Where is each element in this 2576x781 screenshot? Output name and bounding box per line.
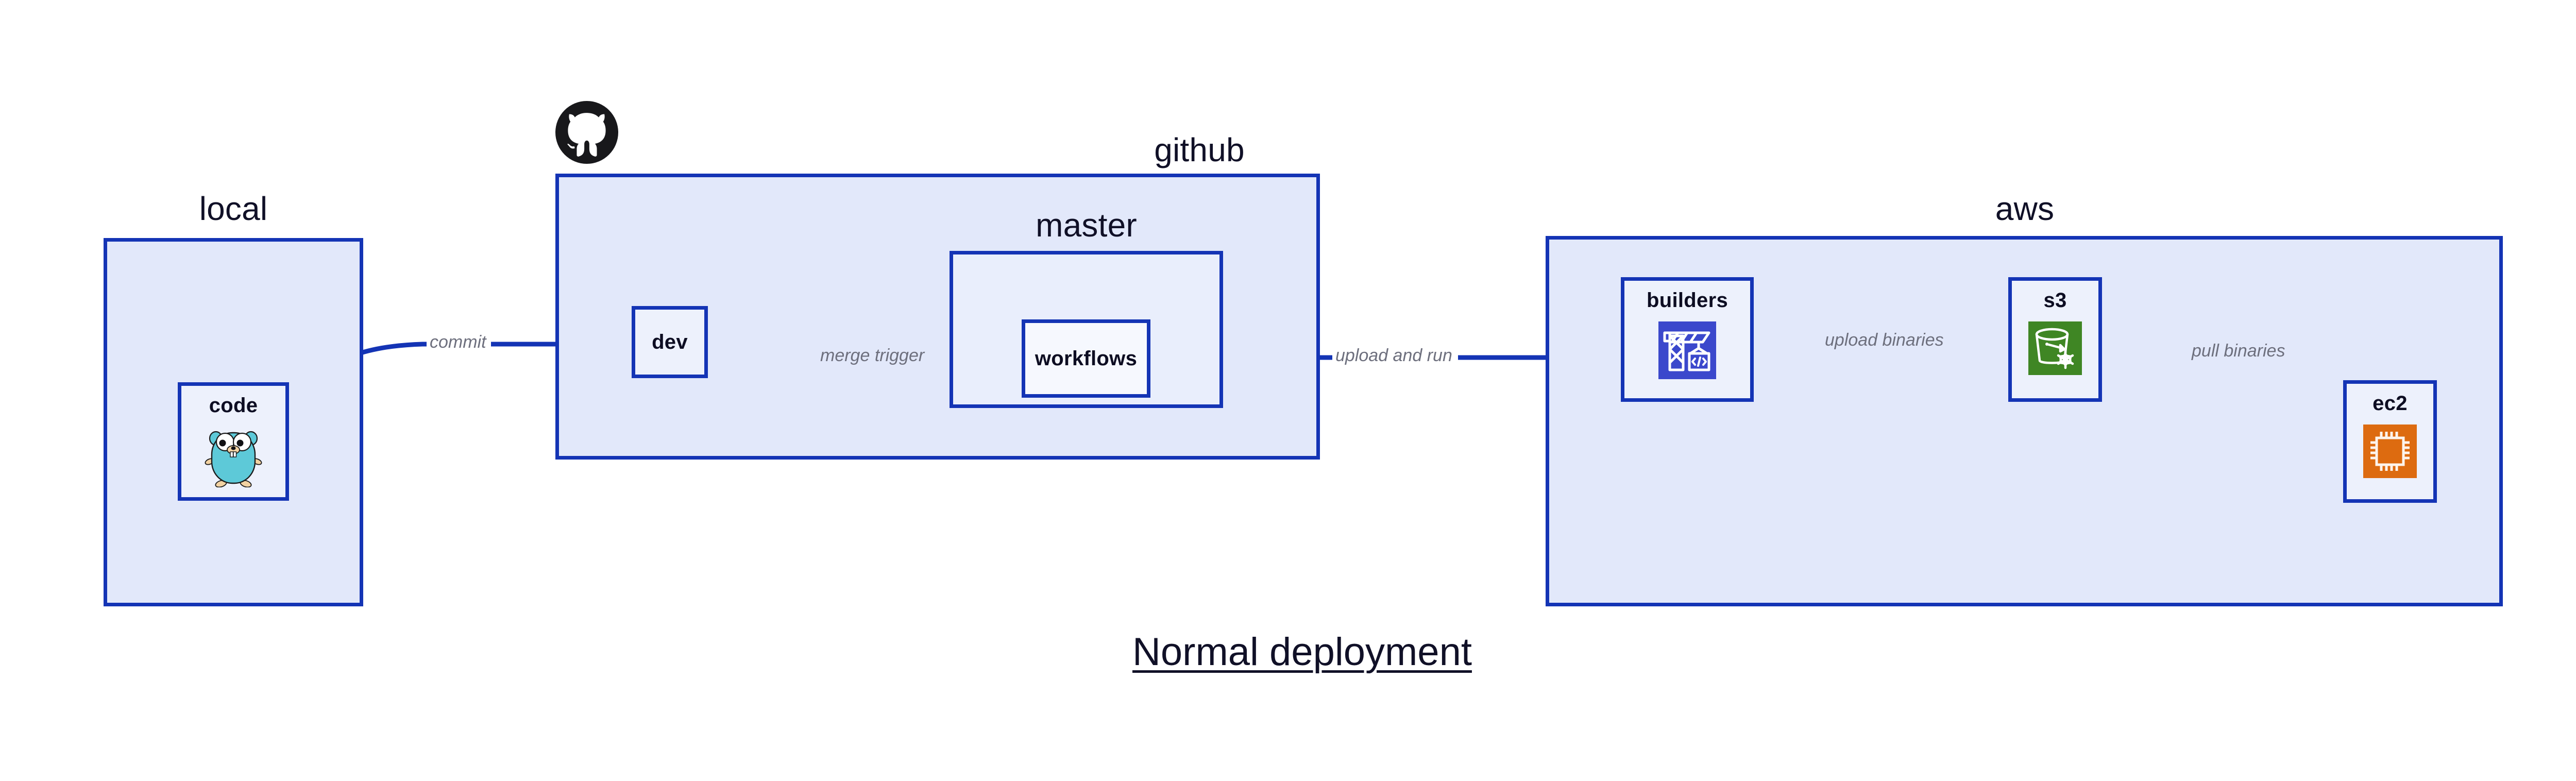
edge-label-upload-and-run: upload and run (1332, 346, 1455, 365)
node-s3-label: s3 (2043, 289, 2067, 312)
node-s3[interactable]: s3 (2008, 277, 2102, 402)
edge-label-upload-binaries: upload binaries (1822, 331, 1947, 350)
node-code[interactable]: code (178, 382, 289, 501)
group-local-label: local (199, 190, 268, 227)
node-builders-label: builders (1647, 289, 1728, 312)
node-dev-label: dev (652, 330, 688, 353)
edge-label-commit: commit (427, 333, 489, 352)
node-builders[interactable]: builders (1621, 277, 1754, 402)
node-code-label: code (209, 394, 258, 417)
node-ec2-label: ec2 (2372, 392, 2408, 415)
node-workflows[interactable]: workflows (1022, 319, 1150, 398)
group-github-label: github (1154, 131, 1245, 168)
node-dev[interactable]: dev (632, 306, 708, 378)
go-gopher-icon (205, 427, 262, 488)
aws-codebuild-icon (1658, 321, 1716, 379)
aws-ec2-icon (2363, 425, 2417, 478)
node-ec2[interactable]: ec2 (2343, 380, 2437, 503)
diagram-title: Normal deployment (1132, 630, 1472, 674)
aws-s3-glacier-icon (2028, 321, 2082, 375)
github-octocat-icon (555, 101, 618, 164)
node-workflows-label: workflows (1035, 347, 1138, 370)
group-aws-label: aws (1995, 190, 2055, 227)
edge-label-merge-trigger: merge trigger (817, 346, 928, 365)
edge-label-pull-binaries: pull binaries (2189, 342, 2289, 361)
group-master-label: master (1036, 207, 1137, 244)
